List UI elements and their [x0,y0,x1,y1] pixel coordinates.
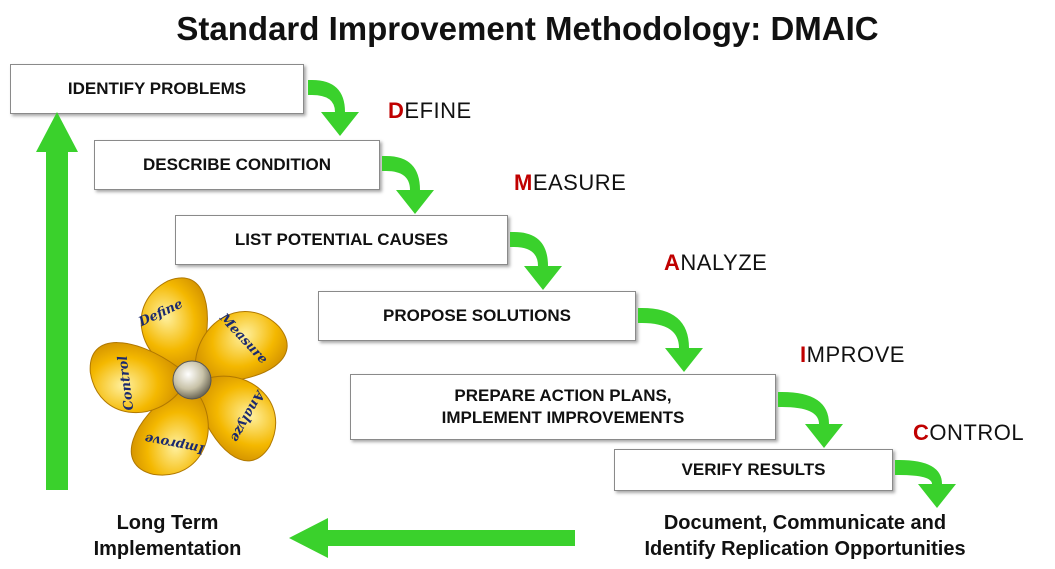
page-title: Standard Improvement Methodology: DMAIC [176,10,879,47]
return-arrow-left [289,518,575,558]
foot-right-line2: Identify Replication Opportunities [644,538,966,560]
phase-rest: NALYZE [680,250,768,275]
phase-control: CONTROL [913,420,1024,446]
step-label-line1: PREPARE ACTION PLANS, [454,385,672,405]
phase-initial: I [800,342,807,367]
curved-arrow-5 [778,392,843,448]
step-label: DESCRIBE CONDITION [143,154,331,174]
phase-rest: EASURE [532,170,627,195]
step-label: IDENTIFY PROBLEMS [67,78,247,98]
step-label: LIST POTENTIAL CAUSES [234,229,449,249]
document-communicate-label: Document, Communicate and Identify Repli… [590,510,1020,562]
blade-improve: Improve [131,388,209,476]
foot-left-line1: Long Term [116,512,219,534]
curved-arrow-4 [638,308,703,372]
blade-label: Control [116,355,138,411]
phase-initial: D [388,98,405,123]
step-label: PROPOSE SOLUTIONS [383,305,571,325]
up-arrow [36,112,78,490]
curved-arrow-1 [308,80,359,136]
propeller-graphic: Define Measure Analyze Improve Control [89,277,288,476]
curved-arrow-3 [510,232,562,290]
step-label-line2: IMPLEMENT IMPROVEMENTS [441,408,685,427]
step-list-potential-causes: LIST POTENTIAL CAUSES [175,215,508,265]
phase-rest: EFINE [404,98,472,123]
foot-right-line1: Document, Communicate and [663,512,947,534]
foot-left-line2: Implementation [93,538,242,560]
step-describe-condition: DESCRIBE CONDITION [94,140,380,190]
propeller-hub [172,360,212,400]
blade-control: Control [89,342,184,414]
phase-initial: C [913,420,930,445]
blade-measure: Measure [194,310,288,383]
phase-rest: ONTROL [929,420,1025,445]
curved-arrow-2 [382,156,434,214]
phase-improve: IMPROVE [800,342,905,368]
long-term-implementation-label: Long Term Implementation [60,510,275,562]
phase-analyze: ANALYZE [664,250,767,276]
phase-define: DEFINE [388,98,472,124]
step-verify-results: VERIFY RESULTS [614,449,893,491]
blade-analyze: Analyze [195,375,277,462]
step-identify-problems: IDENTIFY PROBLEMS [10,64,304,114]
step-prepare-action-plans: PREPARE ACTION PLANS, IMPLEMENT IMPROVEM… [350,374,776,440]
phase-measure: MEASURE [514,170,626,196]
phase-rest: MPROVE [806,342,905,367]
phase-initial: M [514,170,533,195]
step-label: VERIFY RESULTS [681,459,826,479]
phase-initial: A [664,250,681,275]
curved-arrow-6 [895,460,956,508]
step-propose-solutions: PROPOSE SOLUTIONS [318,291,636,341]
